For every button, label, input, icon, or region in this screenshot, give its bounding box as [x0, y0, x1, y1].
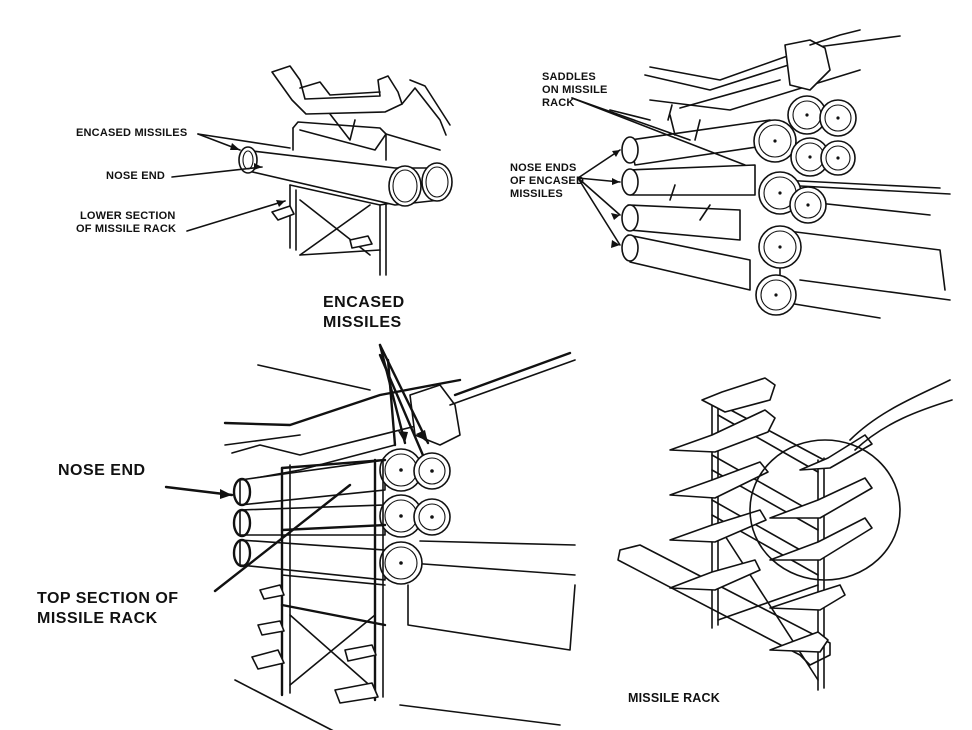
upper-rack-section [271, 65, 451, 141]
loaded-rack-drawing [571, 29, 951, 319]
label-lower-section-line1: LOWER SECTION [80, 210, 176, 222]
lower-rack-frame [271, 121, 441, 276]
saddles-left [669, 377, 776, 591]
panel-top-section-rack: ENCASED MISSILES NOSE END TOP SECTION OF… [0, 285, 600, 730]
vehicle-body [609, 29, 951, 319]
label-nose-ends-line1: NOSE ENDS [510, 162, 577, 174]
label-missile-rack-caption: MISSILE RACK [628, 691, 720, 705]
panel-missile-rack: MISSILE RACK [600, 360, 972, 730]
label-saddles-line1: SADDLES [542, 71, 596, 83]
label-nose-ends-line3: MISSILES [510, 188, 563, 200]
top-section-rack-drawing [164, 343, 576, 730]
label-encased-missiles: ENCASED MISSILES [76, 127, 188, 139]
leader-arrows-panel1 [171, 133, 291, 232]
saddles-right [769, 434, 873, 653]
missile-rack-drawing [617, 377, 953, 691]
leader-arrows-panel2 [571, 97, 746, 248]
rack-base [617, 544, 831, 666]
label-saddles-line3: RACK [542, 97, 575, 109]
label-nose-end-3: NOSE END [58, 462, 146, 479]
missile-stack [621, 95, 857, 316]
label-encased-missiles-line1: ENCASED [323, 294, 405, 311]
panel-lower-section-rack: ENCASED MISSILES NOSE END LOWER SECTION … [0, 0, 480, 290]
label-nose-end: NOSE END [106, 170, 166, 182]
detail-circle [749, 439, 901, 581]
label-saddles-line2: ON MISSILE [542, 84, 608, 96]
label-top-section-line1: TOP SECTION OF [37, 590, 179, 607]
label-top-section-line2: MISSILE RACK [37, 610, 158, 627]
missile-stack-3 [232, 448, 451, 585]
label-lower-section-line2: OF MISSILE RACK [76, 223, 177, 235]
rack-frame-3 [251, 458, 387, 704]
label-nose-ends-line2: OF ENCASED [510, 175, 585, 187]
leader-arrows-panel3 [164, 343, 430, 593]
lower-section-rack-drawing [171, 65, 453, 276]
cable [849, 379, 951, 441]
panel-loaded-rack-vehicle: SADDLES ON MISSILE RACK NOSE ENDS OF ENC… [480, 0, 972, 330]
label-encased-missiles-line2: MISSILES [323, 314, 402, 331]
